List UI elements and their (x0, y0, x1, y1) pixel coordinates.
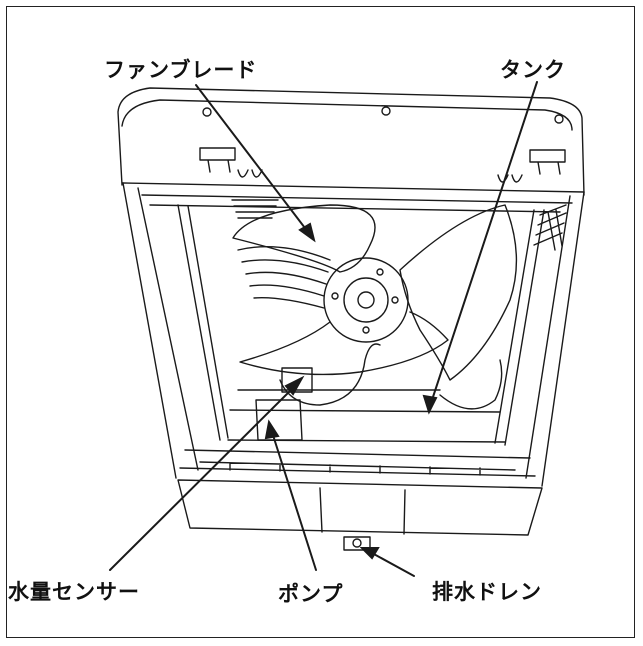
fan-blade-bottom (239, 311, 449, 376)
hub-bolt-4 (376, 268, 384, 276)
leader-fan-blade (195, 84, 309, 233)
top-cover (117, 87, 585, 196)
fan-hub-outer (323, 257, 409, 343)
body-left-side (122, 182, 199, 479)
tray-grille (199, 461, 516, 476)
label-drain: 排水ドレン (432, 580, 542, 604)
cover-screw-3 (554, 114, 564, 124)
arrow-pump (264, 419, 280, 440)
hub-bolt-2 (391, 296, 399, 304)
hub-bolt-1 (331, 292, 339, 300)
arrow-fan-blade (298, 222, 316, 243)
hub-bolt-3 (362, 326, 370, 334)
body-top-edge (122, 182, 585, 193)
top-cover-inner (121, 99, 573, 131)
drain-cap (352, 538, 362, 548)
leader-drain (371, 552, 415, 577)
mesh-right (533, 204, 567, 251)
hook-right (497, 174, 523, 183)
fan-shroud-ribs (237, 246, 331, 309)
label-pump: ポンプ (278, 582, 344, 606)
inner-frame-top (141, 194, 573, 213)
hinge-right (529, 149, 566, 175)
base (177, 479, 543, 536)
arrow-sensor (284, 375, 305, 396)
label-water-level-sensor: 水量センサー (8, 580, 140, 604)
hook-left (237, 169, 263, 178)
pump-pipe (279, 343, 381, 406)
figure-frame (6, 6, 635, 638)
mesh-left (231, 199, 279, 219)
cover-screw-2 (381, 106, 391, 116)
leader-pump (271, 431, 317, 571)
arrow-drain (359, 547, 380, 560)
tray-top (179, 449, 536, 477)
label-tank: タンク (500, 58, 566, 82)
sensor-bracket (281, 367, 313, 393)
fan-hub-inner (357, 291, 375, 309)
base-divider (319, 487, 406, 535)
tank-body (439, 359, 503, 410)
body-right-side (525, 191, 585, 487)
leader-sensor (109, 384, 297, 571)
fan-blade-top (232, 204, 376, 273)
inner-frame-right (494, 209, 545, 446)
pump-body (255, 399, 303, 441)
hinge-left (199, 147, 236, 173)
fan-blade-right (399, 204, 518, 381)
leader-tank (431, 81, 538, 401)
label-fan-blade: ファンブレード (104, 58, 258, 82)
arrow-tank (422, 394, 438, 415)
inner-frame-left (177, 204, 229, 441)
fan-hub-mid (343, 277, 389, 323)
cover-screw-1 (202, 107, 212, 117)
